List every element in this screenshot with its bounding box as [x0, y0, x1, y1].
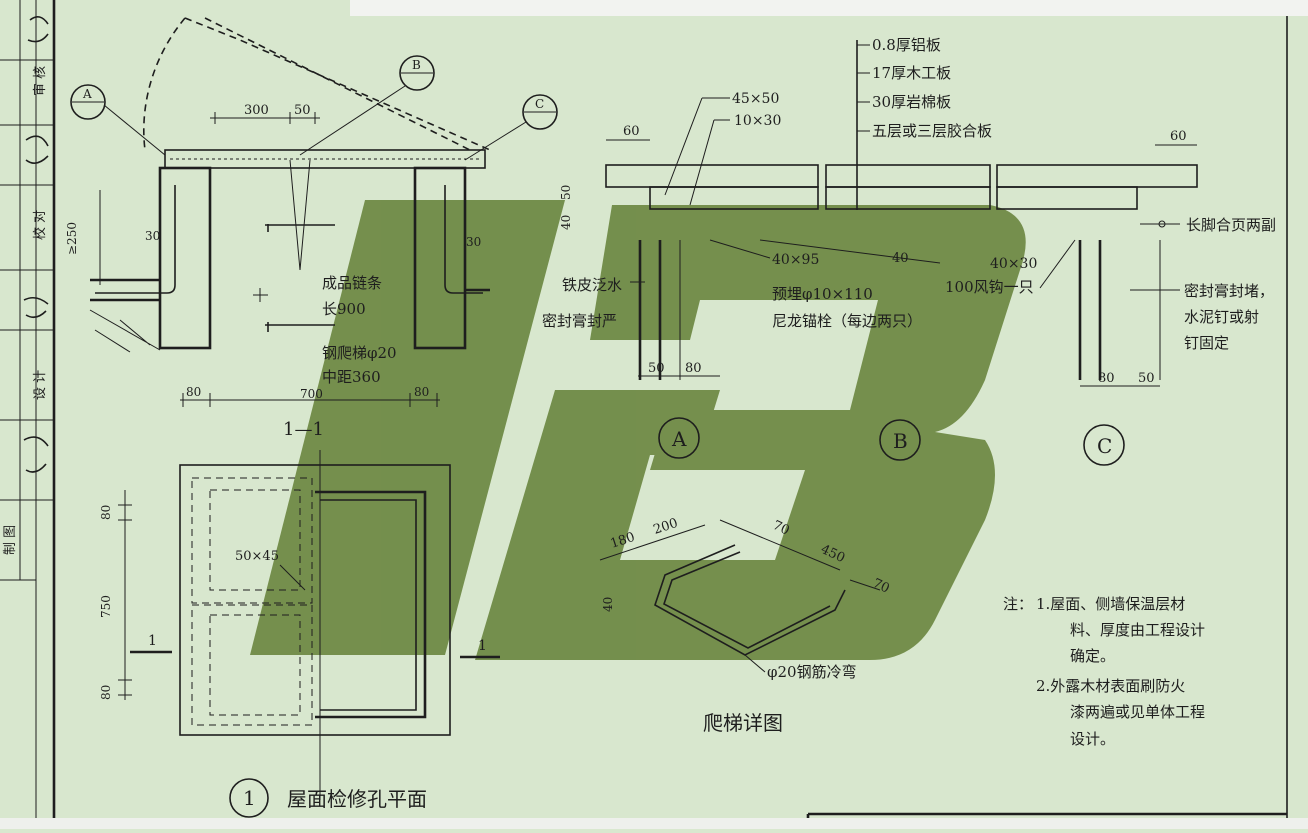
ladder-dim-40: 40 [601, 597, 615, 612]
curb-left [158, 166, 212, 350]
ladder-spacing-label: 中距360 [322, 368, 381, 386]
dim-40-mid: 40 [892, 251, 909, 266]
svg-text:C: C [535, 97, 544, 111]
notes-block: 注： 1.屋面、侧墙保温层材 料、厚度由工程设计 确定。 2.外露木材表面刷防火… [1003, 595, 1205, 748]
plan-title: 屋面检修孔平面 [287, 787, 427, 811]
dim-60-right: 60 [1170, 129, 1187, 144]
seal-c-label-2: 水泥钉或射 [1184, 308, 1259, 326]
dim-40x95: 40×95 [772, 252, 819, 268]
dim-min-250: ≥250 [65, 222, 79, 255]
dim-30-right: 30 [466, 235, 481, 249]
anchor-label: 预埋φ10×110 [772, 285, 873, 303]
hook-label: 100风钩一只 [945, 278, 1034, 296]
ladder-detail-title: 爬梯详图 [703, 711, 783, 735]
details-abc-drawing: 0.8厚铝板 17厚木工板 30厚岩棉板 五层或三层胶合板 45×50 10×3… [542, 36, 1276, 466]
plan-dim-750: 750 [99, 595, 113, 618]
dim-80-right: 80 [414, 385, 429, 399]
note-2-line-1: 2.外露木材表面刷防火 [1036, 677, 1185, 695]
detail-C-marker [1083, 424, 1125, 466]
tb-review-label: 审 核 [33, 66, 48, 96]
chain-label: 成品链条 [322, 274, 382, 292]
detail-B-marker [879, 419, 921, 461]
dim-80-c: 80 [1098, 371, 1115, 386]
plan-dim-50x45: 50×45 [235, 549, 279, 564]
plan-title-number: 1 [243, 786, 256, 810]
note-2-line-2: 漆两遍或见单体工程 [1070, 703, 1205, 721]
plan-view-drawing: 80 750 80 50×45 1 1 1 屋面检修孔平面 [99, 450, 500, 818]
plan-cut-left: 1 [148, 633, 157, 649]
dim-50: 50 [294, 103, 311, 118]
note-2-line-3: 设计。 [1070, 730, 1115, 748]
plan-dim-80-top: 80 [99, 505, 113, 520]
plan-dim-80-bottom: 80 [99, 685, 113, 700]
callout-A [70, 84, 106, 120]
anchor-note-label: 尼龙锚栓（每边两只） [772, 312, 922, 330]
dim-80-a: 80 [685, 361, 702, 376]
dim-10x30: 10×30 [734, 113, 781, 129]
signatures [23, 16, 49, 473]
callout-C [522, 94, 558, 130]
hinge-label: 长脚合页两副 [1186, 216, 1276, 234]
chain-length-label: 长900 [322, 300, 366, 318]
plan-cut-right: 1 [478, 638, 487, 654]
note-1-line-1: 1.屋面、侧墙保温层材 [1036, 595, 1185, 613]
ladder-dim-70-top: 70 [770, 518, 791, 539]
callout-B [399, 55, 435, 91]
dim-40x30: 40×30 [990, 256, 1037, 272]
layer-rockwool: 30厚岩棉板 [872, 93, 951, 111]
side-title-block: 审 核 校 对 设 计 制 图 [0, 0, 54, 581]
watermark-logo [250, 200, 1026, 660]
curb-right [413, 166, 467, 350]
tb-design-label: 设 计 [33, 370, 48, 400]
detail-A-marker [658, 417, 700, 459]
layer-wood-board: 17厚木工板 [872, 64, 951, 82]
hatch-lid [164, 149, 486, 169]
section-1-1-drawing: 300 50 ≥250 30 30 A B C 成品链条 长900 钢爬梯φ20… [65, 17, 558, 440]
dim-30-left: 30 [145, 229, 160, 243]
dim-50-a: 50 [648, 361, 665, 376]
svg-text:C: C [1097, 434, 1112, 458]
chain [289, 159, 311, 271]
dim-40-vert: 40 [559, 215, 573, 230]
dim-60-left: 60 [623, 124, 640, 139]
hatch-open-lid [184, 17, 491, 151]
dim-45x50: 45×50 [732, 91, 779, 107]
ladder-label: 钢爬梯φ20 [322, 344, 397, 362]
tb-draw-label: 制 图 [3, 525, 18, 555]
tb-check-label: 校 对 [32, 210, 48, 240]
dim-50-vert: 50 [559, 185, 573, 200]
layer-plywood: 五层或三层胶合板 [872, 122, 992, 140]
dim-300: 300 [244, 103, 269, 118]
notes-heading: 注： [1003, 595, 1033, 613]
seal-c-label-1: 密封膏封堵， [1184, 282, 1274, 300]
dim-700: 700 [300, 387, 323, 401]
flashing-label: 铁皮泛水 [562, 276, 622, 294]
note-1-line-2: 料、厚度由工程设计 [1070, 621, 1205, 639]
section-1-1-title: 1—1 [283, 419, 324, 440]
svg-text:B: B [412, 58, 421, 72]
viewer-bottom-bar [0, 818, 1308, 829]
ladder-detail-drawing: 180 200 70 450 70 40 φ20钢筋冷弯 爬梯详图 [599, 516, 892, 735]
layer-aluminum: 0.8厚铝板 [872, 36, 941, 54]
ladder-rungs [265, 224, 335, 332]
dim-80-left: 80 [186, 385, 201, 399]
hatch-open-arc [142, 17, 186, 151]
ladder-dim-70-bottom: 70 [870, 576, 891, 597]
svg-text:A: A [671, 427, 687, 451]
svg-text:B: B [893, 429, 908, 453]
ladder-dim-180: 180 [609, 530, 637, 552]
note-1-line-3: 确定。 [1070, 647, 1115, 665]
viewer-top-bar [350, 0, 1308, 16]
ladder-dim-200: 200 [652, 516, 680, 538]
sealant-label: 密封膏封严 [542, 312, 617, 330]
ladder-bar-label: φ20钢筋冷弯 [767, 663, 857, 681]
seal-c-label-3: 钉固定 [1184, 334, 1229, 352]
svg-text:A: A [82, 87, 92, 101]
dim-50-c: 50 [1138, 371, 1155, 386]
